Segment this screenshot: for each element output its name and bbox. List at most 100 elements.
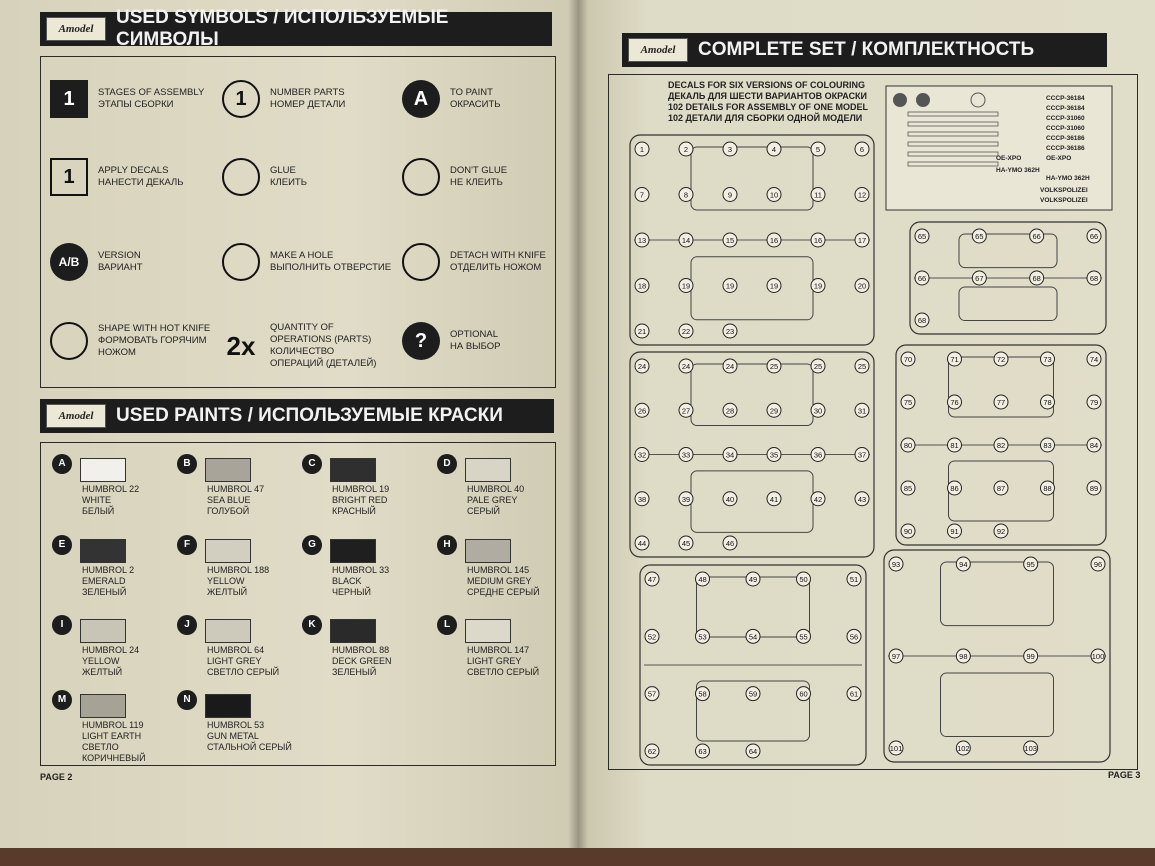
part-number: 11 <box>814 191 822 200</box>
part-number: 39 <box>682 495 690 504</box>
paint-swatch <box>465 619 511 643</box>
part-number: 19 <box>814 282 822 291</box>
part-number: 27 <box>682 406 690 415</box>
glue-icon <box>222 158 260 196</box>
paint-label: HUMBROL 2 EMERALD ЗЕЛЕНЫЙ <box>82 565 134 598</box>
paint-swatch <box>330 458 376 482</box>
symbol-label: SHAPE WITH HOT KNIFE ФОРМОВАТЬ ГОРЯЧИМ Н… <box>98 323 210 359</box>
symbol-label: VERSION ВАРИАНТ <box>98 250 143 274</box>
symbol-label: STAGES OF ASSEMBLY ЭТАПЫ СБОРКИ <box>98 87 204 111</box>
part-number: 72 <box>997 355 1005 364</box>
paint-letter-badge: K <box>302 615 322 635</box>
part-number: 101 <box>890 744 903 753</box>
decal-text: HA-YMO 362H <box>1046 175 1090 182</box>
part-number: 76 <box>950 398 958 407</box>
part-number: 66 <box>1090 232 1098 241</box>
part-number: 103 <box>1024 744 1037 753</box>
paint-letter-badge: I <box>52 615 72 635</box>
paint-label: HUMBROL 119 LIGHT EARTH СВЕТЛО КОРИЧНЕВЫ… <box>82 720 180 764</box>
part-number: 9 <box>728 191 732 200</box>
part-number: 96 <box>1094 560 1102 569</box>
part-number: 63 <box>698 747 706 756</box>
sprue-f-part-outline <box>941 673 1054 737</box>
part-number: 88 <box>1043 484 1051 493</box>
quantity-icon: 2x <box>222 327 260 365</box>
knife-icon <box>402 243 440 281</box>
paint-label: HUMBROL 47 SEA BLUE ГОЛУБОЙ <box>207 484 264 517</box>
hot-knife-icon <box>50 322 88 360</box>
part-number: 92 <box>997 527 1005 536</box>
part-number: 36 <box>814 451 822 460</box>
part-number: 32 <box>638 451 646 460</box>
amodel-logo: Amodel <box>46 17 106 41</box>
part-number: 24 <box>682 362 690 371</box>
part-number: 78 <box>1043 398 1051 407</box>
part-number: 22 <box>682 327 690 336</box>
part-number: 26 <box>638 406 646 415</box>
part-number: 30 <box>814 406 822 415</box>
part-number: 34 <box>726 451 734 460</box>
part-number: 94 <box>959 560 967 569</box>
part-number: 98 <box>959 652 967 661</box>
book-spine <box>568 0 588 848</box>
part-number: 54 <box>749 632 757 641</box>
symbol-entry: MAKE A HOLE ВЫПОЛНИТЬ ОТВЕРСТИЕ <box>222 243 391 281</box>
part-number: 59 <box>749 690 757 699</box>
decal-text: OE-XPO <box>996 155 1021 162</box>
paint-swatch <box>80 619 126 643</box>
part-number: 86 <box>950 484 958 493</box>
paint-label: HUMBROL 40 PALE GREY СЕРЫЙ <box>467 484 524 517</box>
symbols-title: USED SYMBOLS / ИСПОЛЬЗУЕМЫЕ СИМВОЛЫ <box>116 7 552 51</box>
paint-letter-badge: J <box>177 615 197 635</box>
part-number: 60 <box>799 690 807 699</box>
part-number: 14 <box>682 236 690 245</box>
part-number: 7 <box>640 191 644 200</box>
left-page: Amodel USED SYMBOLS / ИСПОЛЬЗУЕМЫЕ СИМВО… <box>0 0 578 848</box>
part-number: 85 <box>904 484 912 493</box>
part-number: 24 <box>638 362 646 371</box>
part-number: 70 <box>904 355 912 364</box>
part-number: 75 <box>904 398 912 407</box>
symbol-label: DON'T GLUE НЕ КЛЕИТЬ <box>450 165 507 189</box>
part-number: 29 <box>770 406 778 415</box>
part-number: 25 <box>814 362 822 371</box>
symbol-entry: 2x QUANTITY OF OPERATIONS (PARTS) КОЛИЧЕС… <box>222 322 376 370</box>
symbol-entry: 1 STAGES OF ASSEMBLY ЭТАПЫ СБОРКИ <box>50 80 204 118</box>
part-number: 48 <box>698 575 706 584</box>
part-number: 71 <box>950 355 958 364</box>
paint-label: HUMBROL 19 BRIGHT RED КРАСНЫЙ <box>332 484 389 517</box>
paint-swatch <box>330 539 376 563</box>
part-number: 61 <box>850 690 858 699</box>
part-number: 77 <box>997 398 1005 407</box>
part-number: 6 <box>860 145 864 154</box>
part-number: 19 <box>682 282 690 291</box>
part-number: 10 <box>770 191 778 200</box>
decal-text: CCCP-36184 <box>1046 105 1085 112</box>
symbol-entry: DETACH WITH KNIFE ОТДЕЛИТЬ НОЖОМ <box>402 243 546 281</box>
decal-text: OE-XPO <box>1046 155 1071 162</box>
paint-swatch <box>80 694 126 718</box>
part-number: 17 <box>858 236 866 245</box>
paint-label: HUMBROL 145 MEDIUM GREY СРЕДНЕ СЕРЫЙ <box>467 565 540 598</box>
sprue-diagram: CCCP-36184CCCP-36184CCCP-31060CCCP-31060… <box>578 0 1155 848</box>
part-number: 97 <box>892 652 900 661</box>
part-number: 20 <box>858 282 866 291</box>
paint-label: HUMBROL 33 BLACK ЧЕРНЫЙ <box>332 565 389 598</box>
part-number: 80 <box>904 441 912 450</box>
symbol-label: NUMBER PARTS НОМЕР ДЕТАЛИ <box>270 87 345 111</box>
paint-label: HUMBROL 147 LIGHT GREY СВЕТЛО СЕРЫЙ <box>467 645 539 678</box>
paint-letter-badge: L <box>437 615 457 635</box>
part-number: 47 <box>648 575 656 584</box>
part-number: 42 <box>814 495 822 504</box>
part-number: 90 <box>904 527 912 536</box>
paint-label: HUMBROL 53 GUN METAL СТАЛЬНОЙ СЕРЫЙ <box>207 720 292 753</box>
optional-icon: ? <box>402 322 440 360</box>
symbol-label: QUANTITY OF OPERATIONS (PARTS) КОЛИЧЕСТВ… <box>270 322 376 370</box>
paint-letter-badge: M <box>52 690 72 710</box>
stage-number-icon: 1 <box>50 80 88 118</box>
paint-label: HUMBROL 24 YELLOW ЖЕЛТЫЙ <box>82 645 139 678</box>
part-number: 93 <box>892 560 900 569</box>
part-number: 35 <box>770 451 778 460</box>
part-number: 68 <box>1090 274 1098 283</box>
